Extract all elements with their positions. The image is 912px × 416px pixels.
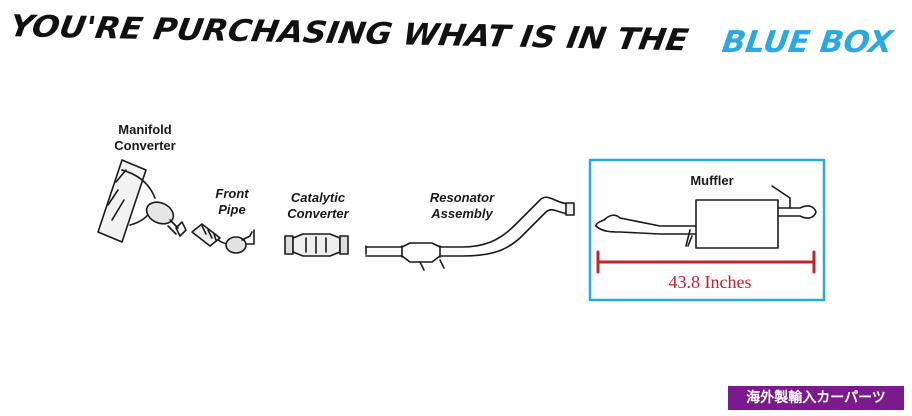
label-catalytic-converter: Catalytic Converter <box>287 190 349 221</box>
measurement-line <box>596 250 816 274</box>
import-parts-badge: 海外製輸入カーパーツ <box>728 386 904 410</box>
blue-selection-box <box>588 158 826 302</box>
front-pipe-drawing <box>191 223 255 254</box>
headline: YOU'RE PURCHASING WHAT IS IN THE BLUE BO… <box>10 9 897 60</box>
measurement-label: 43.8 Inches <box>668 272 752 292</box>
manifold-converter-drawing <box>97 159 187 243</box>
label-resonator-assembly: Resonator Assembly <box>429 190 495 221</box>
label-muffler: Muffler <box>690 173 734 188</box>
muffler-drawing <box>595 185 817 249</box>
resonator-assembly-drawing <box>365 196 575 271</box>
label-manifold-converter: Manifold Converter <box>114 122 176 153</box>
catalytic-converter-drawing <box>284 233 349 257</box>
headline-highlight: BLUE BOX <box>720 25 897 60</box>
label-front-pipe: Front Pipe <box>215 186 249 217</box>
svg-text:BLUE BOX: BLUE BOX <box>720 25 897 60</box>
